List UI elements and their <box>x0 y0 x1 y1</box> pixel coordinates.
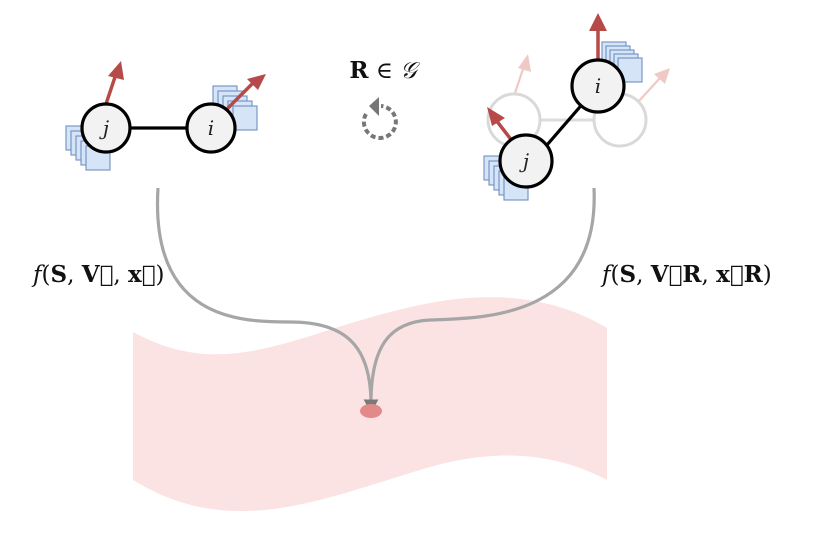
left-node-j-vector-arrow <box>104 61 124 106</box>
right-node-i-label: i <box>595 74 601 98</box>
left-node-j <box>80 102 132 154</box>
right-graph: j i <box>483 13 670 201</box>
element-of-symbol: ∈ <box>369 58 401 84</box>
right-node-i <box>570 58 626 114</box>
rotation-icon <box>361 97 398 140</box>
group-element-label: R ∈ 𝒢 <box>349 57 420 84</box>
left-function-label: f(S, V⃗, x⃗) <box>31 261 165 288</box>
right-node-j <box>498 133 554 189</box>
left-node-i <box>185 102 237 154</box>
svg-text:R ∈ 𝒢: R ∈ 𝒢 <box>349 57 420 84</box>
rotation-symbol: R <box>349 57 369 84</box>
right-node-i-vector-arrow <box>589 13 607 64</box>
target-point <box>360 404 382 418</box>
right-mapping-path <box>363 187 596 414</box>
left-node-i-vector-arrow <box>226 74 266 110</box>
left-mapping-path <box>155 187 379 414</box>
right-function-label: f(S, V⃗R, x⃗R) <box>600 261 772 288</box>
group-symbol: 𝒢 <box>400 58 420 84</box>
left-node-i-label: i <box>208 116 214 140</box>
right-node-j-label: j <box>519 149 529 173</box>
left-graph: j i <box>65 61 266 171</box>
left-node-j-label: j <box>99 116 109 140</box>
